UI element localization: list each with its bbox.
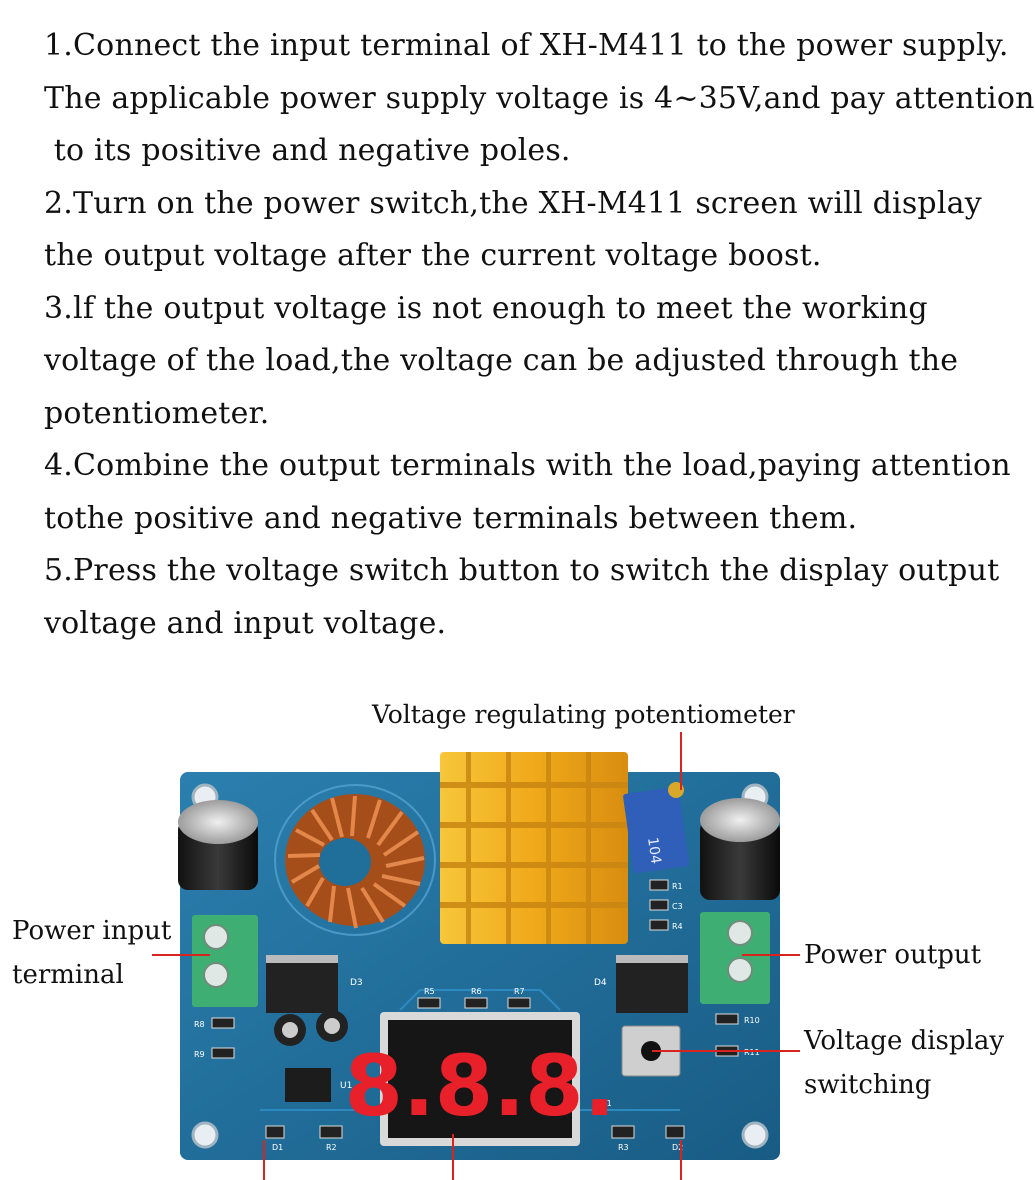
output-terminal — [700, 912, 770, 1004]
silk-d1: D1 — [272, 1143, 283, 1152]
instruction-line: 5.Press the voltage switch button to swi… — [44, 553, 1000, 588]
instruction-line: the output voltage after the current vol… — [44, 238, 822, 273]
potentiometer: 104 — [623, 782, 689, 874]
voltage-switch-button[interactable] — [621, 1025, 681, 1077]
silk-u1: U1 — [340, 1081, 352, 1091]
pot-code: 104 — [644, 836, 664, 865]
silk-r1: R1 — [672, 882, 683, 891]
label-voltage-display: Voltage display — [804, 1026, 1005, 1056]
instruction-line: potentiometer. — [44, 395, 270, 431]
diode-d3: D3 — [266, 955, 363, 1013]
silk-r3: R3 — [618, 1143, 629, 1152]
silk-d4: D4 — [594, 978, 607, 988]
instruction-line: to its positive and negative poles. — [44, 133, 571, 168]
callout-line-d2 — [680, 1140, 682, 1180]
callout-line-power-output — [742, 954, 800, 956]
silk-r4: R4 — [672, 922, 683, 931]
silk-r10: R10 — [744, 1016, 760, 1025]
instruction-line: 3.lf the output voltage is not enough to… — [44, 290, 928, 326]
label-power-input: Power input — [12, 916, 172, 946]
callout-line-potentiometer — [680, 732, 682, 790]
instructions-text: 1.Connect the input terminal of XH-M411 … — [44, 20, 1035, 641]
display-digits: 8.8.8. — [344, 1037, 615, 1135]
silk-r5: R5 — [424, 987, 435, 996]
callout-line-display-switch — [652, 1050, 800, 1052]
input-capacitor — [178, 800, 258, 890]
label-switching: switching — [804, 1070, 932, 1100]
instruction-line: 1.Connect the input terminal of XH-M411 … — [44, 28, 1009, 63]
small-capacitors — [274, 1010, 348, 1046]
silk-d2: D2 — [672, 1143, 683, 1152]
label-power-output: Power output — [804, 940, 982, 970]
silk-c3: C3 — [672, 902, 683, 911]
instruction-line: 4.Combine the output terminals with the … — [44, 448, 1011, 483]
callout-line-display — [452, 1134, 454, 1180]
silk-r8: R8 — [194, 1020, 205, 1029]
silk-c11: C11 — [596, 1099, 612, 1108]
instruction-line: tothe positive and negative terminals be… — [44, 500, 858, 536]
silk-r11: R11 — [744, 1048, 760, 1057]
silk-r9: R9 — [194, 1050, 205, 1059]
callout-line-d1 — [263, 1140, 265, 1180]
heatsink — [440, 752, 628, 944]
seven-segment-display: 8.8.8. — [344, 1012, 616, 1146]
silk-r6: R6 — [471, 987, 482, 996]
silk-r7: R7 — [514, 987, 525, 996]
silk-d3: D3 — [350, 978, 363, 988]
input-terminal — [192, 915, 258, 1007]
silk-labels: R1 C3 R4 R5 R6 R7 R8 R9 R10 R11 D1 R2 R3… — [194, 882, 760, 1152]
instruction-line: The applicable power supply voltage is 4… — [44, 80, 1035, 116]
label-power-input-terminal: terminal — [12, 960, 124, 990]
output-capacitor — [700, 798, 780, 900]
xh-m411-board-illustration: 104 D3 D4 U1 R1 C — [178, 752, 780, 1160]
diode-d4: D4 — [594, 955, 688, 1013]
instruction-line: voltage of the load,the voltage can be a… — [44, 343, 959, 378]
regulator-u1: U1 — [285, 1068, 352, 1102]
silk-r2: R2 — [326, 1143, 337, 1152]
callout-line-power-input — [152, 954, 210, 956]
label-potentiometer: Voltage regulating potentiometer — [372, 700, 795, 729]
toroid-inductor — [274, 784, 436, 936]
instruction-line: 2.Turn on the power switch,the XH-M411 s… — [44, 185, 982, 221]
